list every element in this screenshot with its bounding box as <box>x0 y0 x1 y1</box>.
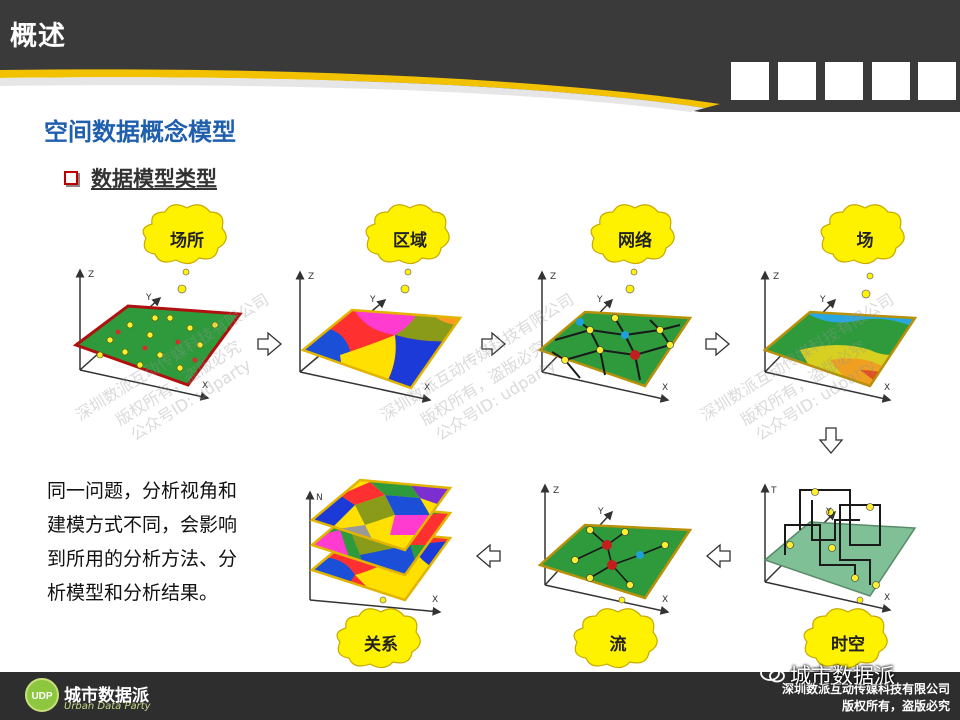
footer-company: 深圳数派互动传媒科技有限公司 <box>781 682 950 696</box>
cloud-label-flow: 流 <box>609 635 627 655</box>
subsection-title: 数据模型类型 <box>91 167 217 191</box>
network-model: Z Y X <box>537 204 693 403</box>
place-model: Z Y X <box>72 204 243 401</box>
network-y-axis: Y <box>596 295 603 305</box>
footer-bar <box>0 672 960 720</box>
page-title: 概述 <box>10 21 66 52</box>
wechat-icon <box>760 665 785 683</box>
region-z-axis: Z <box>308 272 314 282</box>
flow-x-axis: X <box>662 595 668 605</box>
cloud-label-region: 区域 <box>393 231 427 251</box>
region-x-axis: X <box>424 383 430 393</box>
cloud-label-network: 网络 <box>618 231 652 251</box>
header-square-4 <box>872 62 910 100</box>
footer-brand-sub: Urban Data Party <box>64 701 151 712</box>
cloud-label-relation: 关系 <box>364 635 398 655</box>
spacetime-y-axis: Y <box>825 507 832 517</box>
header-square-5 <box>918 62 956 100</box>
flow-z-axis: Z <box>553 486 559 496</box>
paragraph-line: 建模方式不同，会影响 <box>47 514 238 536</box>
cloud-label-field: 场 <box>856 231 874 251</box>
spacetime-x-axis: X <box>884 593 890 603</box>
relation-x-axis: X <box>432 595 438 605</box>
cloud-label-place: 场所 <box>170 231 204 251</box>
flow-model: Z Y X <box>537 483 693 669</box>
section-title: 空间数据概念模型 <box>44 118 236 146</box>
cloud-label-spacetime: 时空 <box>831 635 865 655</box>
footer-brand: 城市数据派 <box>64 686 149 706</box>
paragraph-line: 析模型和分析结果。 <box>47 582 219 604</box>
header-square-3 <box>825 62 863 100</box>
paragraph-line: 同一问题，分析视角和 <box>47 480 238 502</box>
footer-rights: 版权所有，盗版必究 <box>841 699 950 713</box>
brand-logo: UDP <box>25 678 59 712</box>
field-z-axis: Z <box>773 272 779 282</box>
bullet-icon <box>64 171 78 185</box>
place-y-axis: Y <box>145 293 152 303</box>
network-x-axis: X <box>662 383 668 393</box>
description-paragraph: 同一问题，分析视角和 建模方式不同，会影响 到所用的分析方法、分 析模型和分析结… <box>47 474 277 610</box>
brand-logo-text: UDP <box>31 691 52 702</box>
relation-n-axis: N <box>316 493 323 503</box>
wechat-account-tag: 城市数据派 <box>790 664 895 688</box>
spacetime-model: T Y X <box>760 483 917 669</box>
flow-y-axis: Y <box>597 507 604 517</box>
field-x-axis: X <box>884 383 890 393</box>
paragraph-line: 到所用的分析方法、分 <box>47 548 238 570</box>
network-z-axis: Z <box>550 272 556 282</box>
place-z-axis: Z <box>88 270 94 280</box>
header-band <box>0 0 960 112</box>
header-square-2 <box>778 62 816 100</box>
region-y-axis: Y <box>369 295 376 305</box>
field-y-axis: Y <box>819 295 826 305</box>
place-x-axis: X <box>202 381 208 391</box>
header-square-1 <box>731 62 769 100</box>
spacetime-t-axis: T <box>770 486 777 496</box>
